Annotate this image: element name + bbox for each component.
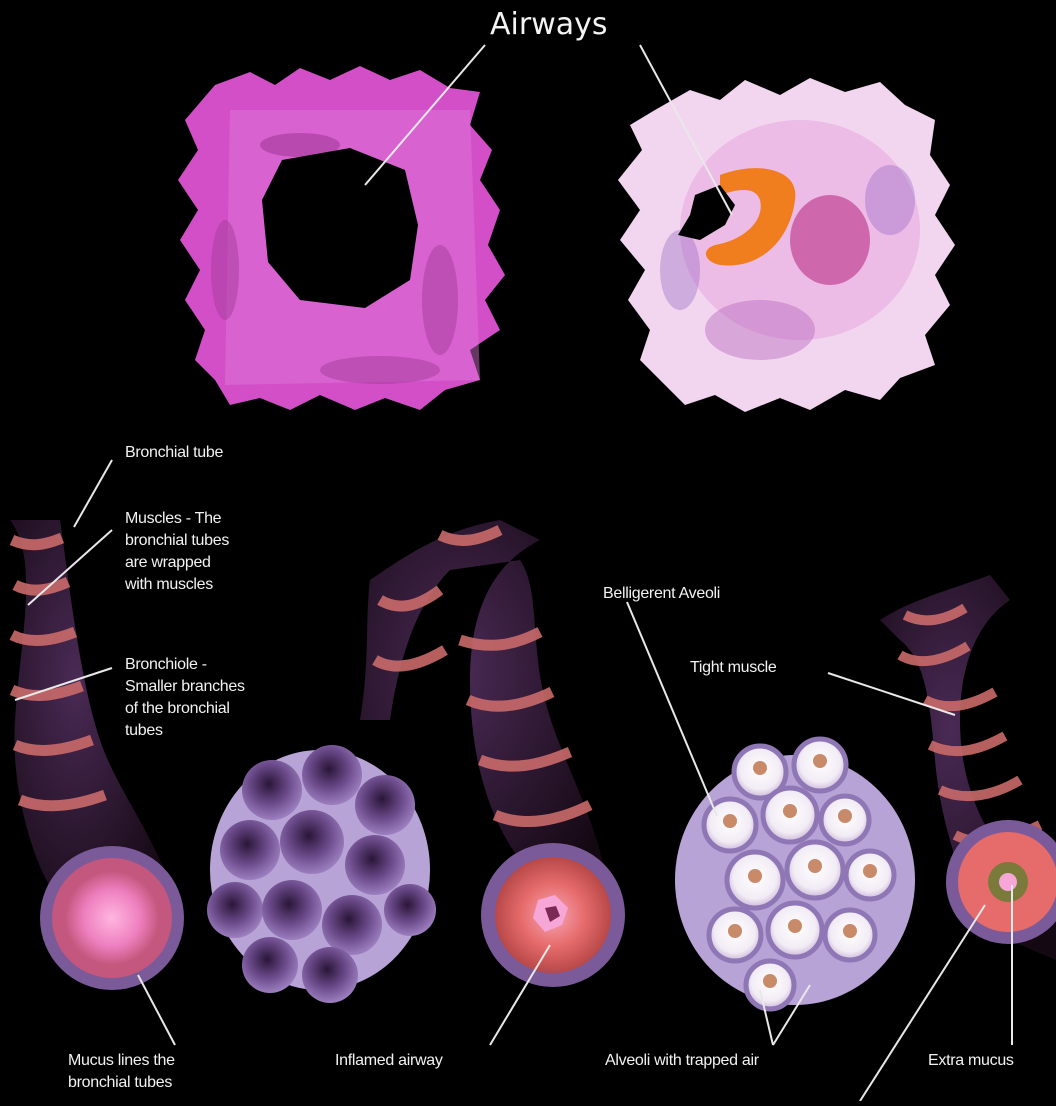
label-muscles: Muscles - The bronchial tubes are wrappe… bbox=[125, 508, 229, 596]
label-belligerent-aveoli: Belligerent Aveoli bbox=[603, 583, 720, 605]
label-bronchiole: Bronchiole - Smaller branches of the bro… bbox=[125, 654, 245, 742]
label-inflamed-airway: Inflamed airway bbox=[335, 1050, 443, 1072]
label-tight-muscle: Tight muscle bbox=[690, 657, 777, 679]
label-bronchial-tube: Bronchial tube bbox=[125, 442, 223, 464]
trapped-air-alveoli-cluster bbox=[675, 739, 915, 1009]
label-trapped-air: Alveoli with trapped air bbox=[605, 1050, 759, 1072]
label-mucus-lines: Mucus lines the bronchial tubes bbox=[68, 1050, 175, 1094]
normal-alveoli-cluster bbox=[207, 745, 436, 1003]
normal-airway-cross-section bbox=[178, 66, 505, 410]
label-extra-mucus: Extra mucus bbox=[928, 1050, 1014, 1072]
asthmatic-airway-cross-section bbox=[618, 78, 955, 412]
diagram-title: Airways bbox=[490, 7, 608, 42]
